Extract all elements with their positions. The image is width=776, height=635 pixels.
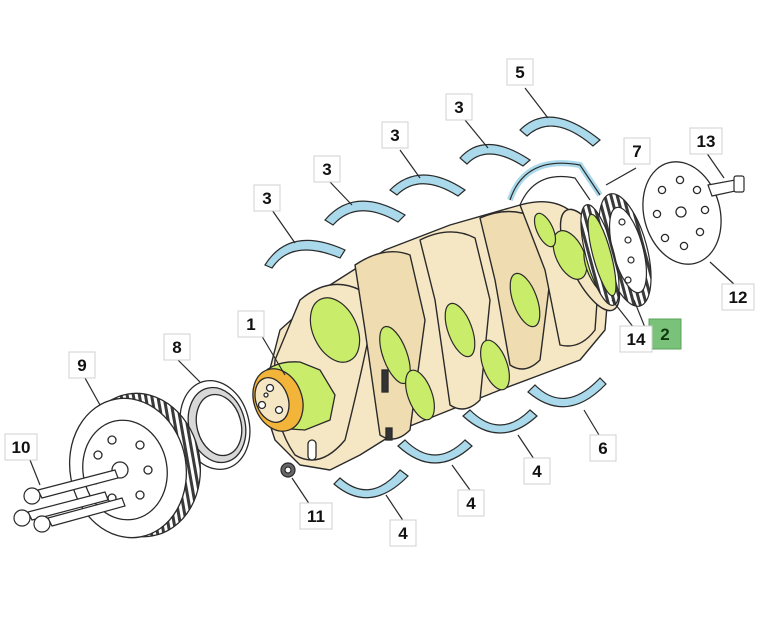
svg-text:14: 14 [627,330,646,349]
svg-text:4: 4 [466,494,476,513]
callout-12[interactable]: 12 [721,283,755,311]
pulley-bolts[interactable] [13,469,126,533]
woodruff-key[interactable] [280,462,296,478]
flywheel-plate[interactable] [632,153,732,273]
leader-lines [27,87,736,523]
crankshaft-front-snout [252,361,393,461]
svg-text:11: 11 [307,507,325,526]
callout-10[interactable]: 10 [4,433,38,461]
svg-text:3: 3 [322,160,331,179]
svg-text:4: 4 [398,524,408,543]
callout-3c[interactable]: 3 [381,121,409,149]
callout-3d[interactable]: 3 [445,93,473,121]
thrust-ring[interactable] [507,160,603,206]
svg-text:9: 9 [77,356,86,375]
callout-3a[interactable]: 3 [253,184,281,212]
upper-bearing-shells[interactable] [264,116,601,269]
svg-text:1: 1 [246,315,255,334]
lower-bearing-shells[interactable] [333,377,607,499]
flywheel-bolt[interactable] [707,175,745,197]
svg-text:12: 12 [729,288,748,307]
callout-4a[interactable]: 4 [389,519,417,547]
callout-7[interactable]: 7 [623,137,651,165]
svg-text:3: 3 [390,126,399,145]
callout-11[interactable]: 11 [299,502,333,530]
crankshaft-journals [309,212,617,421]
svg-text:2: 2 [660,325,669,344]
callout-3b[interactable]: 3 [313,155,341,183]
callout-8[interactable]: 8 [163,333,191,361]
callout-4c[interactable]: 4 [523,457,551,485]
svg-text:3: 3 [454,98,463,117]
svg-text:13: 13 [697,132,716,151]
callout-4b[interactable]: 4 [457,489,485,517]
callout-2[interactable]: 2 [648,318,682,350]
svg-text:4: 4 [532,462,542,481]
svg-text:5: 5 [515,63,524,82]
callout-9[interactable]: 9 [68,351,96,379]
svg-text:7: 7 [632,142,641,161]
callout-14[interactable]: 14 [619,325,653,353]
callout-13[interactable]: 13 [689,127,723,155]
svg-text:6: 6 [598,439,607,458]
reluctor-ring[interactable] [573,201,627,309]
callout-5[interactable]: 5 [506,58,534,86]
svg-text:10: 10 [12,438,31,457]
callout-6[interactable]: 6 [589,434,617,462]
svg-text:8: 8 [172,338,181,357]
crankshaft[interactable] [261,201,631,471]
callout-labels: 1 2 3 3 3 3 4 4 [4,58,755,547]
callout-1[interactable]: 1 [237,310,265,338]
svg-text:3: 3 [262,189,271,208]
